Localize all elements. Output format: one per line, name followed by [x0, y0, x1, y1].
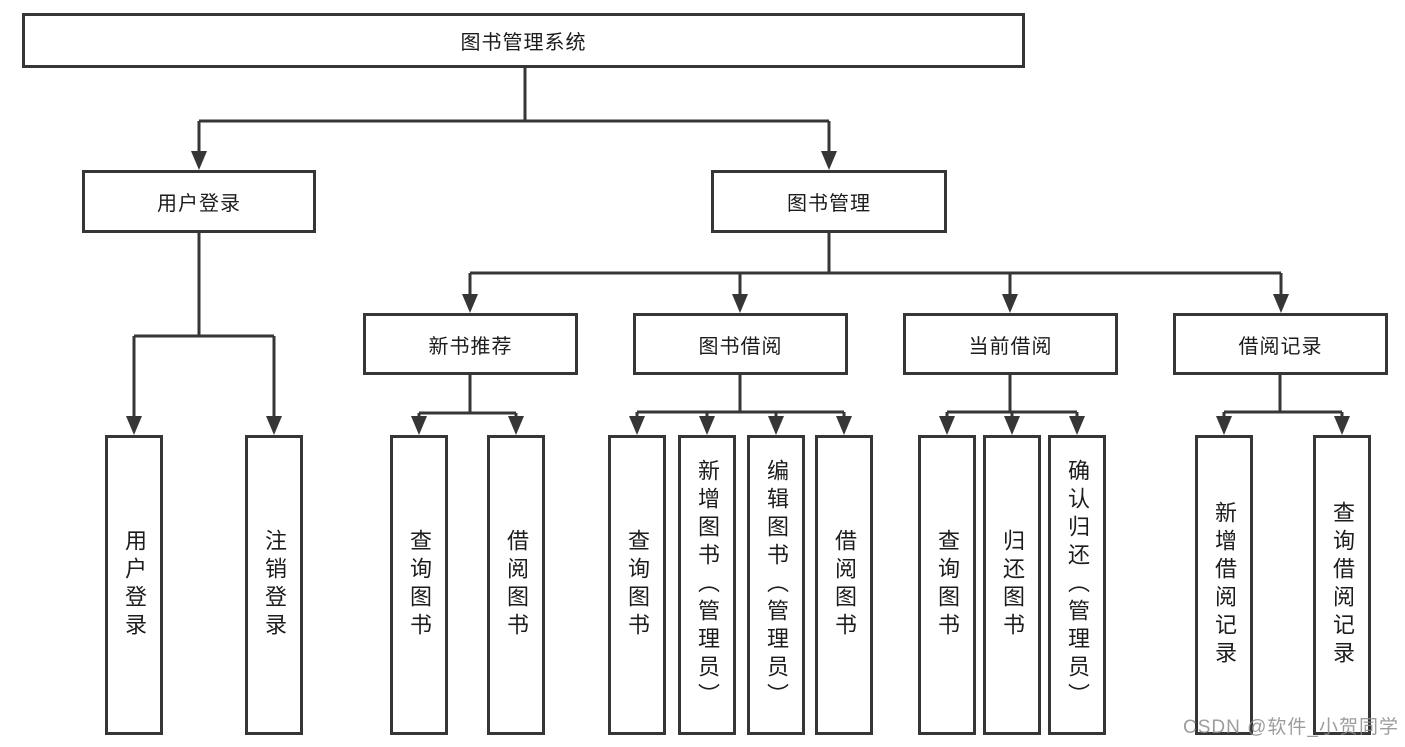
- node-borrow-records: 借阅记录: [1173, 313, 1388, 375]
- node-label: 用户登录: [157, 193, 241, 215]
- connector-bookmgmt-to-level3: [468, 233, 1283, 297]
- node-leaf-borrow-books-recommend: 借阅图书: [487, 435, 545, 735]
- node-label: 新书推荐: [428, 335, 513, 358]
- node-label: 图书借阅: [698, 335, 783, 358]
- arrowhead: [836, 416, 852, 435]
- node-root: 图书管理系统: [22, 13, 1025, 68]
- connector-current-to-leaves: [945, 375, 1079, 419]
- node-leaf-query-books-current: 查询图书: [918, 435, 976, 735]
- node-leaf-query-books-recommend: 查询图书: [390, 435, 448, 735]
- arrowhead: [1334, 416, 1350, 435]
- node-root-label: 图书管理系统: [460, 32, 587, 54]
- node-label: 确认归还（管理员）: [1065, 459, 1090, 711]
- arrowhead: [191, 151, 207, 170]
- arrowhead: [1069, 416, 1085, 435]
- arrowhead: [939, 416, 955, 435]
- node-leaf-borrow-books: 借阅图书: [815, 435, 873, 735]
- node-label: 查询图书: [625, 529, 650, 641]
- arrowhead: [629, 416, 645, 435]
- node-label: 查询图书: [935, 529, 960, 641]
- connector-userlogin-to-leaves: [132, 233, 276, 419]
- connector-borrow-to-leaves: [635, 375, 846, 419]
- node-label: 查询图书: [407, 529, 432, 641]
- node-leaf-user-login: 用户登录: [105, 435, 163, 735]
- arrowhead: [1273, 294, 1289, 313]
- arrowhead: [508, 416, 524, 435]
- node-label: 借阅图书: [832, 529, 857, 641]
- connector-records-to-leaves: [1222, 375, 1344, 419]
- node-book-management-group: 图书管理: [711, 170, 947, 233]
- node-label: 查询借阅记录: [1330, 501, 1355, 669]
- arrowhead: [821, 151, 837, 170]
- node-label: 借阅图书: [504, 529, 529, 641]
- node-leaf-add-borrow-record: 新增借阅记录: [1195, 435, 1253, 735]
- node-leaf-query-borrow-record: 查询借阅记录: [1313, 435, 1371, 735]
- node-leaf-query-books-borrow: 查询图书: [608, 435, 666, 735]
- node-leaf-add-book-admin: 新增图书（管理员）: [678, 435, 736, 735]
- node-label: 编辑图书（管理员）: [764, 459, 789, 711]
- node-label: 图书管理: [787, 193, 871, 215]
- arrowhead: [732, 294, 748, 313]
- node-label: 新增借阅记录: [1212, 501, 1237, 669]
- arrowhead: [462, 294, 478, 313]
- connector-root-to-level2: [197, 68, 831, 154]
- node-leaf-edit-book-admin: 编辑图书（管理员）: [747, 435, 805, 735]
- node-label: 注销登录: [262, 529, 287, 641]
- node-label: 用户登录: [122, 529, 147, 641]
- arrowhead: [126, 416, 142, 435]
- arrowhead: [699, 416, 715, 435]
- arrowhead: [768, 416, 784, 435]
- node-leaf-logout-login: 注销登录: [245, 435, 303, 735]
- node-leaf-confirm-return-admin: 确认归还（管理员）: [1048, 435, 1106, 735]
- node-label: 归还图书: [1000, 529, 1025, 641]
- arrowhead: [1002, 294, 1018, 313]
- node-label: 新增图书（管理员）: [695, 459, 720, 711]
- node-label: 借阅记录: [1238, 335, 1323, 358]
- arrowhead: [266, 416, 282, 435]
- arrowhead: [411, 416, 427, 435]
- node-current-borrow: 当前借阅: [903, 313, 1118, 375]
- node-leaf-return-books: 归还图书: [983, 435, 1041, 735]
- node-book-borrow: 图书借阅: [633, 313, 848, 375]
- arrowhead: [1004, 416, 1020, 435]
- connector-recommend-to-leaves: [417, 375, 518, 419]
- node-user-login-group: 用户登录: [82, 170, 316, 233]
- arrowhead: [1216, 416, 1232, 435]
- node-label: 当前借阅: [968, 335, 1053, 358]
- node-new-book-recommend: 新书推荐: [363, 313, 578, 375]
